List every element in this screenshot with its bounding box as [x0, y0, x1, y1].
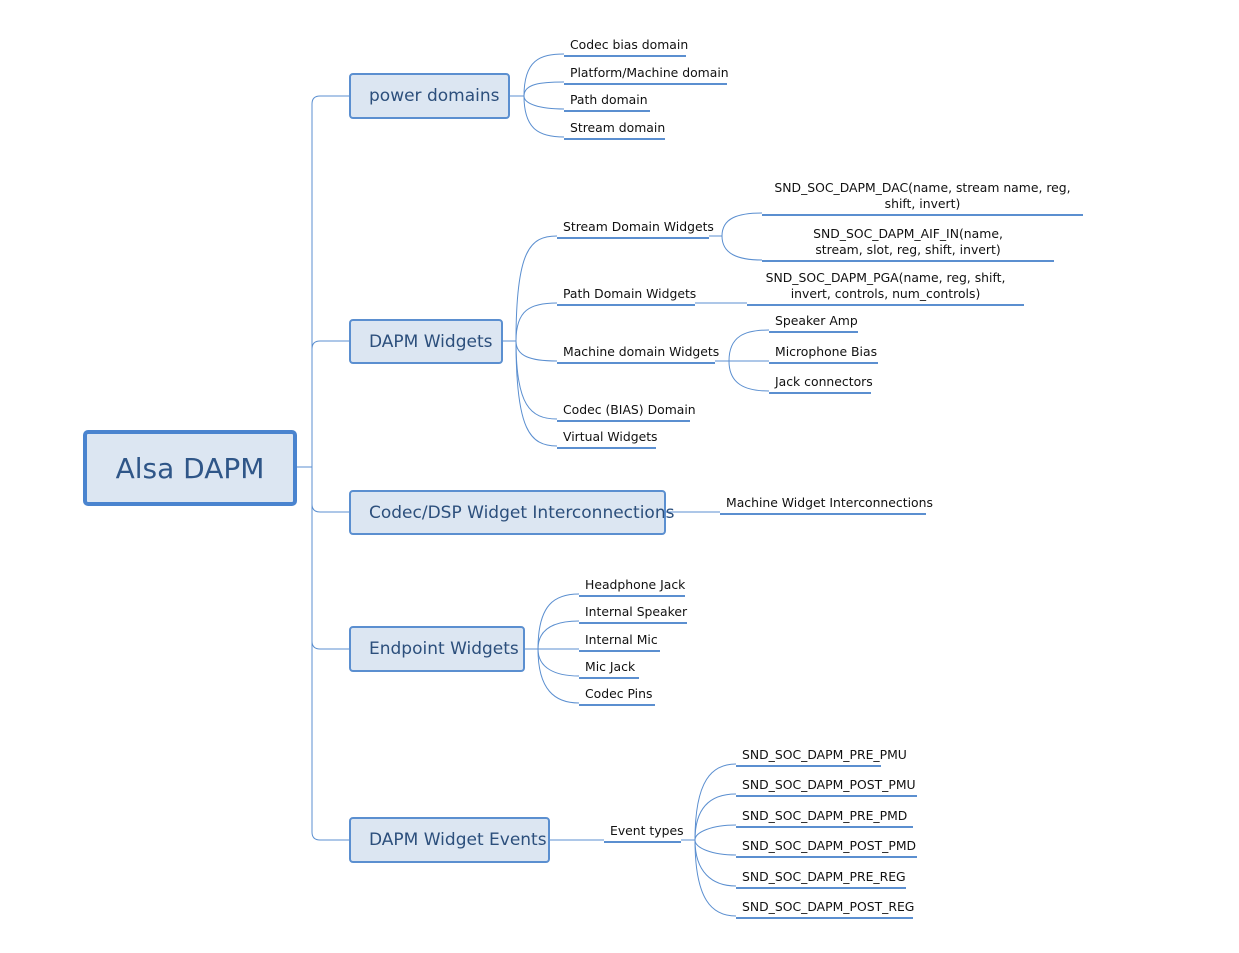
link-events-5	[694, 839, 737, 917]
leaf-jack-connectors[interactable]: Jack connectors	[769, 374, 873, 394]
link-power-1	[523, 81, 565, 97]
root-node[interactable]: Alsa DAPM	[83, 430, 297, 506]
link-machine-0	[728, 329, 770, 362]
leaf-snd-soc-dapm-dac[interactable]: SND_SOC_DAPM_DAC(name, stream name, reg,…	[762, 180, 1083, 216]
leaf-pre-reg[interactable]: SND_SOC_DAPM_PRE_REG	[736, 869, 906, 889]
leaf-virtual-widgets[interactable]: Virtual Widgets	[557, 429, 658, 449]
branch-dapm-widgets[interactable]: DAPM Widgets	[349, 319, 503, 364]
leaf-codec-pins[interactable]: Codec Pins	[579, 686, 655, 706]
leaf-internal-speaker[interactable]: Internal Speaker	[579, 604, 687, 624]
leaf-machine-domain-widgets[interactable]: Machine domain Widgets	[557, 344, 719, 364]
leaf-stream-domain-widgets[interactable]: Stream Domain Widgets	[557, 219, 714, 239]
link-endpoint-0	[537, 593, 580, 650]
leaf-speaker-amp[interactable]: Speaker Amp	[769, 313, 858, 333]
leaf-pre-pmd[interactable]: SND_SOC_DAPM_PRE_PMD	[736, 808, 913, 828]
leaf-microphone-bias[interactable]: Microphone Bias	[769, 344, 878, 364]
leaf-stream-domain[interactable]: Stream domain	[564, 120, 665, 140]
link-interconnect	[311, 503, 350, 513]
link-events-1	[694, 793, 737, 841]
link-events-4	[694, 839, 737, 887]
link-power	[311, 95, 350, 105]
link-stream-1	[721, 235, 763, 261]
link-widgets-virtual	[515, 340, 558, 447]
link-events	[311, 831, 350, 841]
link-widgets-stream	[515, 235, 558, 342]
branch-interconnections[interactable]: Codec/DSP Widget Interconnections	[349, 490, 674, 535]
link-events-2	[694, 824, 737, 841]
link-endpoint	[311, 640, 350, 650]
leaf-platform-machine-domain[interactable]: Platform/Machine domain	[564, 65, 729, 85]
leaf-internal-mic[interactable]: Internal Mic	[579, 632, 660, 652]
leaf-headphone-jack[interactable]: Headphone Jack	[579, 577, 685, 597]
leaf-post-pmd[interactable]: SND_SOC_DAPM_POST_PMD	[736, 838, 917, 858]
branch-power-domains[interactable]: power domains	[349, 73, 510, 119]
link-widgets-path	[515, 302, 558, 342]
link-endpoint-4	[537, 648, 580, 704]
branch-widget-events[interactable]: DAPM Widget Events	[349, 817, 550, 863]
leaf-path-domain[interactable]: Path domain	[564, 92, 650, 112]
link-widgets	[311, 340, 350, 350]
link-endpoint-1	[537, 620, 580, 650]
leaf-mic-jack[interactable]: Mic Jack	[579, 659, 639, 679]
branch-endpoint-widgets[interactable]: Endpoint Widgets	[349, 626, 525, 672]
link-events-0	[694, 763, 737, 841]
leaf-machine-widget-interconnections[interactable]: Machine Widget Interconnections	[720, 495, 933, 515]
leaf-codec-bias-domain-widgets[interactable]: Codec (BIAS) Domain	[557, 402, 696, 422]
leaf-post-reg[interactable]: SND_SOC_DAPM_POST_REG	[736, 899, 914, 919]
leaf-post-pmu[interactable]: SND_SOC_DAPM_POST_PMU	[736, 777, 917, 797]
link-widgets-codec	[515, 340, 558, 420]
link-widgets-machine	[515, 340, 558, 362]
link-power-0	[523, 53, 565, 97]
link-power-2	[523, 95, 565, 110]
link-events-3	[694, 839, 737, 856]
leaf-snd-soc-dapm-pga[interactable]: SND_SOC_DAPM_PGA(name, reg, shift, inver…	[747, 270, 1024, 306]
leaf-pre-pmu[interactable]: SND_SOC_DAPM_PRE_PMU	[736, 747, 907, 767]
leaf-codec-bias-domain[interactable]: Codec bias domain	[564, 37, 688, 57]
link-power-3	[523, 95, 565, 138]
leaf-path-domain-widgets[interactable]: Path Domain Widgets	[557, 286, 696, 306]
link-machine-2	[728, 360, 770, 392]
link-endpoint-3	[537, 648, 580, 677]
leaf-snd-soc-dapm-aif-in[interactable]: SND_SOC_DAPM_AIF_IN(name, stream, slot, …	[762, 226, 1054, 262]
leaf-event-types[interactable]: Event types	[604, 823, 684, 843]
link-stream-0	[721, 212, 763, 237]
